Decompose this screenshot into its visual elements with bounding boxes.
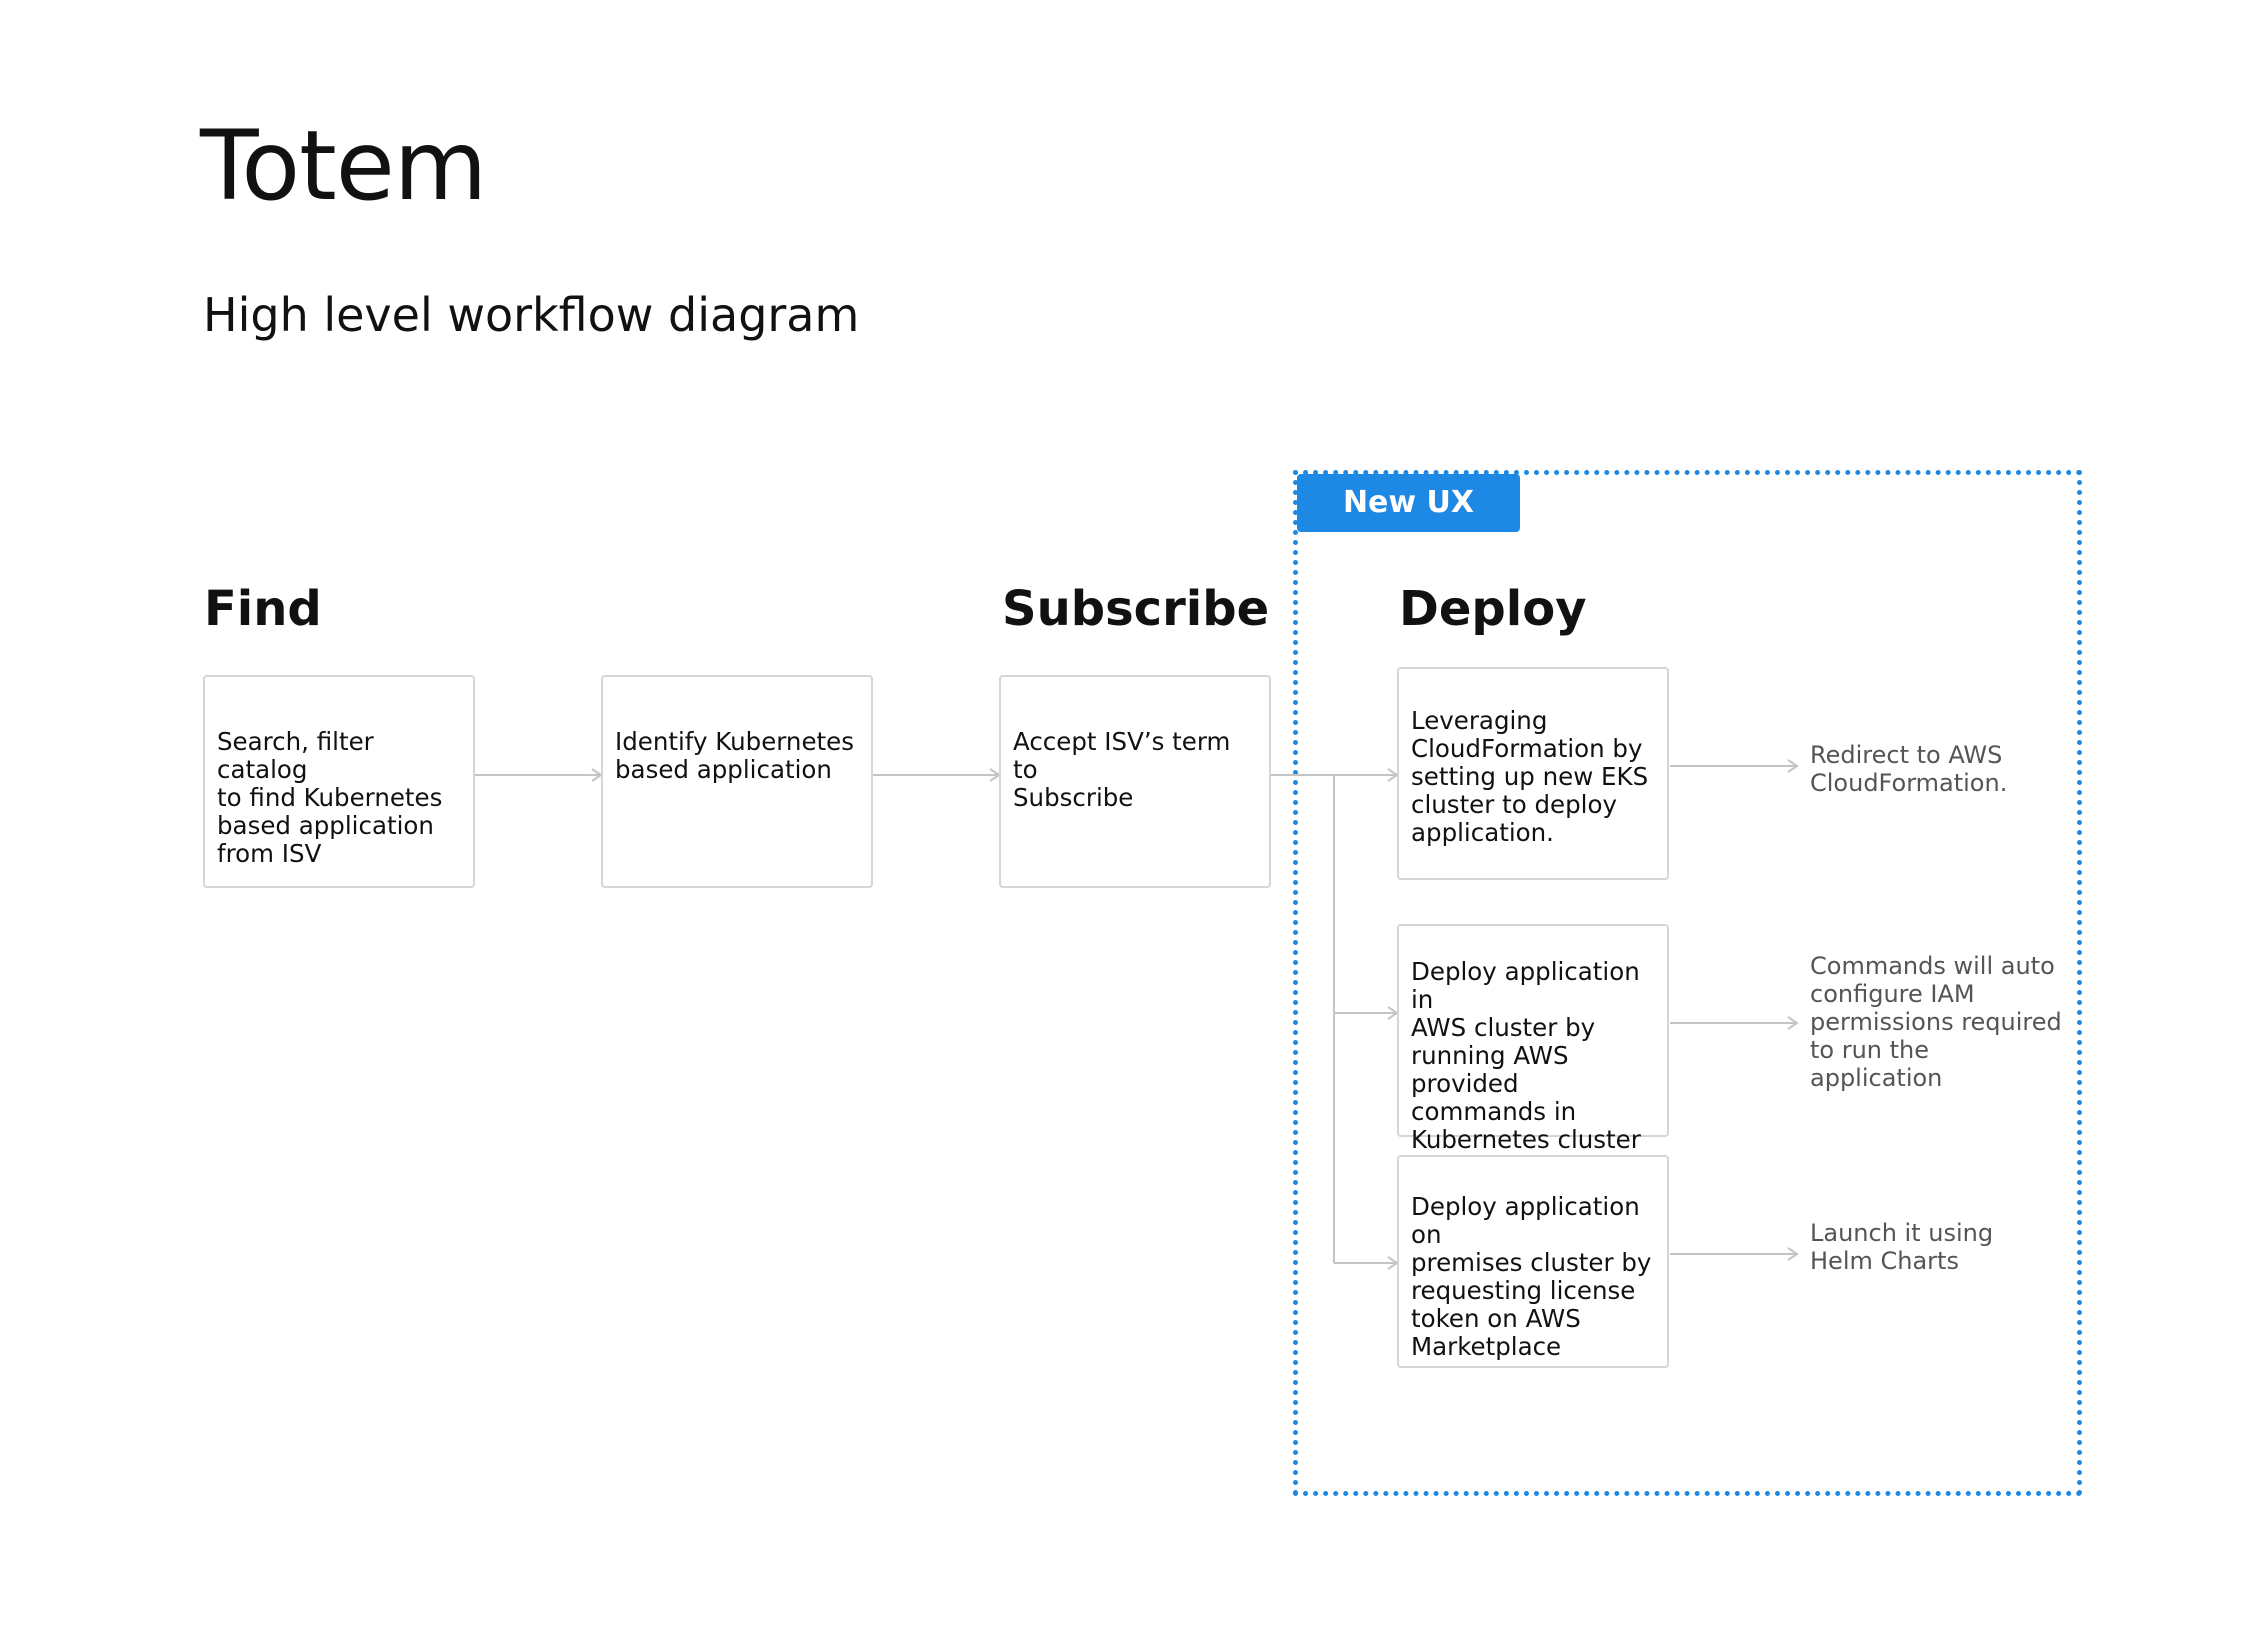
step-deploy-cloudformation-text: Leveraging CloudFormation by setting up … (1411, 706, 1649, 847)
arrowhead-commands (1787, 1016, 1799, 1030)
page-title: Totem (200, 110, 487, 222)
stage-heading-find: Find (204, 581, 322, 637)
new-ux-badge: New UX (1297, 474, 1520, 532)
step-deploy-on-premises: Deploy application on premises cluster b… (1397, 1155, 1669, 1368)
outcome-helm-charts: Launch it using Helm Charts (1810, 1219, 1994, 1275)
step-deploy-aws-cluster: Deploy application in AWS cluster by run… (1397, 924, 1669, 1154)
new-ux-frame (1293, 470, 2082, 1496)
step-search-catalog: Search, filter catalog to find Kubernete… (203, 675, 475, 888)
step-deploy-aws-cluster-text: Deploy application in AWS cluster by run… (1411, 957, 1641, 1154)
page-subtitle: High level workflow diagram (203, 288, 860, 342)
outcome-auto-configure-iam: Commands will auto configure IAM permiss… (1810, 952, 2062, 1092)
outcome-redirect-cloudformation: Redirect to AWS CloudFormation. (1810, 741, 2008, 797)
step-deploy-on-premises-text: Deploy application on premises cluster b… (1411, 1192, 1652, 1361)
step-accept-terms-text: Accept ISV’s term to Subscribe (1013, 727, 1231, 812)
step-accept-terms: Accept ISV’s term to Subscribe (999, 675, 1271, 888)
step-deploy-cloudformation: Leveraging CloudFormation by setting up … (1397, 667, 1669, 880)
stage-heading-subscribe: Subscribe (1002, 581, 1270, 637)
step-search-catalog-text: Search, filter catalog to find Kubernete… (217, 727, 443, 868)
step-identify-application: Identify Kubernetes based application (601, 675, 873, 888)
step-identify-application-text: Identify Kubernetes based application (615, 727, 854, 784)
arrowhead-redirect (1787, 759, 1799, 773)
arrowhead-helm (1787, 1247, 1799, 1261)
stage-heading-deploy: Deploy (1399, 581, 1587, 637)
